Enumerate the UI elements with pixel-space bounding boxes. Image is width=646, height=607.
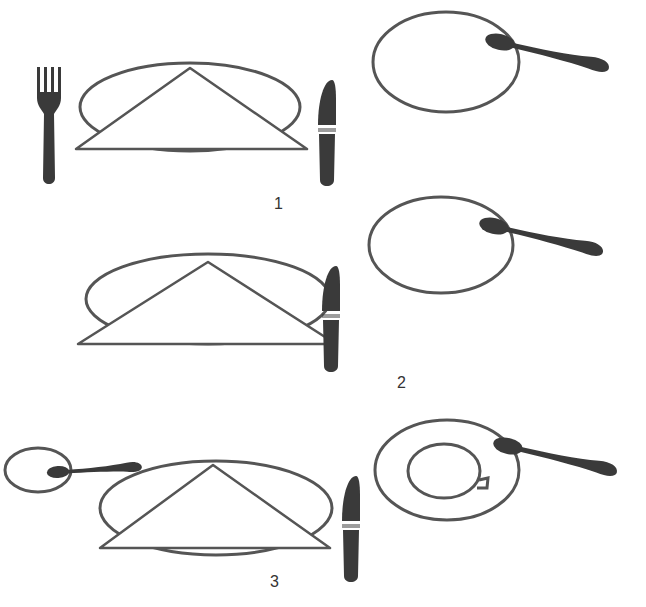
fork <box>37 67 61 184</box>
spoon <box>492 435 619 479</box>
setting-three <box>5 420 619 582</box>
callout-number: 1 <box>274 196 283 212</box>
napkin <box>100 465 330 548</box>
saucer <box>375 420 519 520</box>
knife <box>318 80 336 186</box>
spoon <box>484 31 611 75</box>
knife <box>322 266 340 372</box>
setting-one <box>37 12 611 186</box>
bread-plate <box>369 197 513 293</box>
dinner-plate <box>100 461 332 555</box>
bread-plate <box>373 12 519 112</box>
callout-number: 3 <box>270 574 279 590</box>
cup <box>408 444 480 498</box>
setting-two <box>78 197 605 372</box>
cup-handle <box>477 478 488 488</box>
napkin <box>78 262 336 344</box>
spoon <box>478 215 605 259</box>
napkin <box>76 68 307 149</box>
spoon <box>46 460 142 479</box>
callout-number: 2 <box>397 375 406 391</box>
knife <box>342 476 360 582</box>
